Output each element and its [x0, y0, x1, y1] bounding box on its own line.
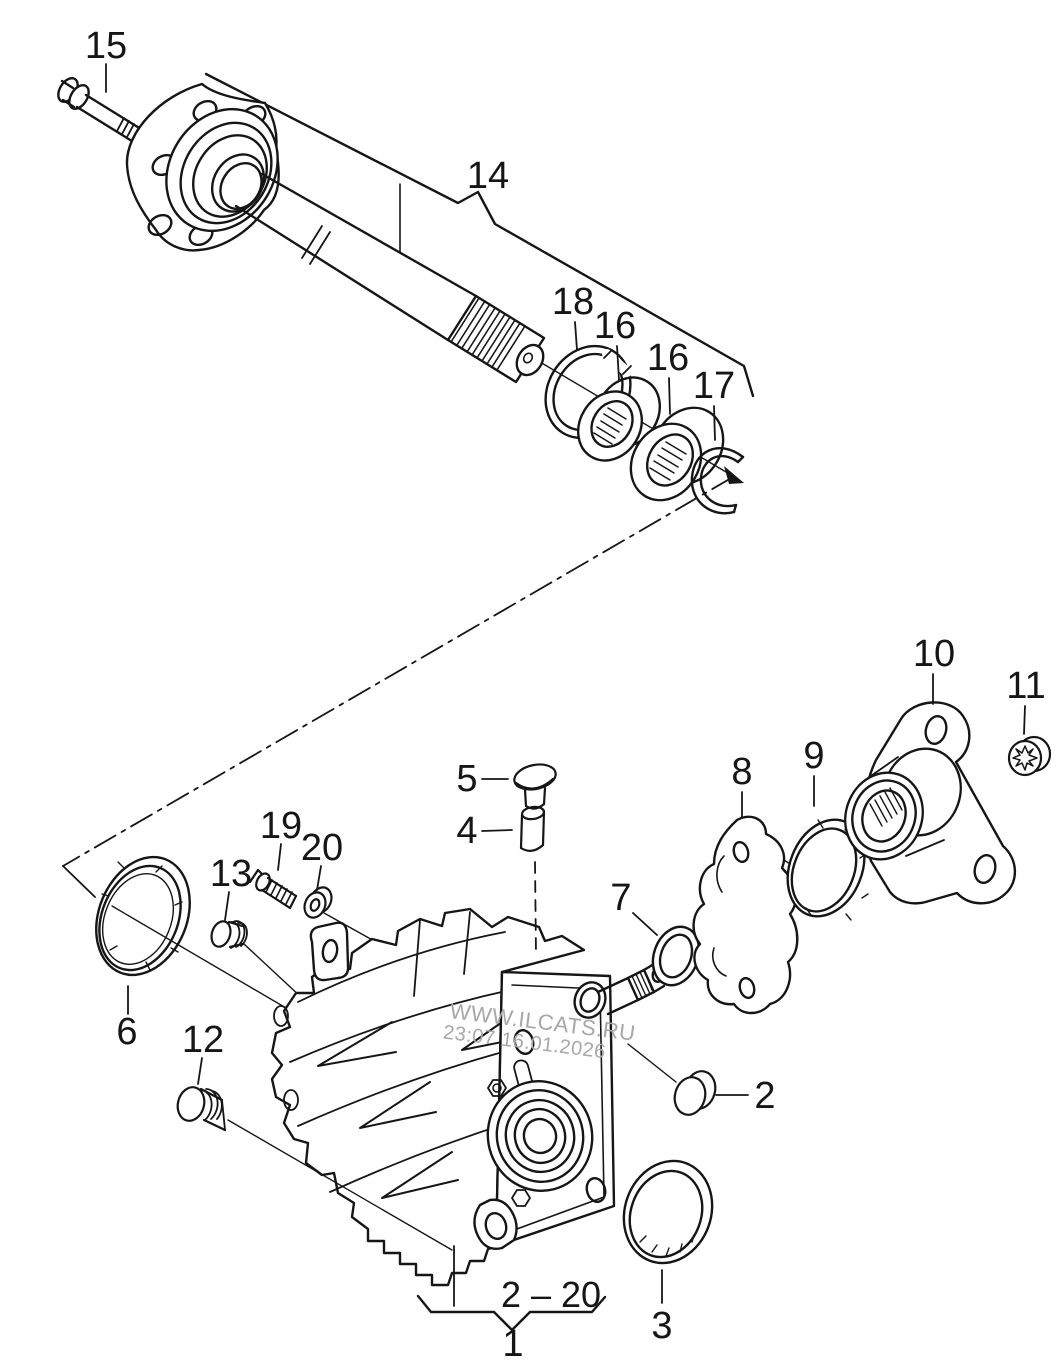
- callout-15[interactable]: 15: [85, 25, 127, 67]
- group-bracket: [416, 1245, 607, 1332]
- callout-2[interactable]: 2: [754, 1075, 775, 1117]
- callout-7[interactable]: 7: [610, 877, 631, 919]
- callout-18[interactable]: 18: [552, 281, 594, 323]
- part-8-cover: [692, 791, 799, 1015]
- part-17-circlip: [690, 447, 745, 515]
- part-4-sleeve: [481, 805, 546, 957]
- callout-10[interactable]: 10: [913, 633, 955, 675]
- callout-5[interactable]: 5: [456, 758, 477, 800]
- callout-3[interactable]: 3: [651, 1305, 672, 1347]
- housing-part-1: [270, 907, 667, 1287]
- callout-14[interactable]: 14: [467, 155, 509, 197]
- callout-16-b[interactable]: 16: [647, 337, 689, 379]
- part-3-seal-ring: [622, 1159, 714, 1304]
- callout-8[interactable]: 8: [731, 751, 752, 793]
- callout-19[interactable]: 19: [260, 805, 302, 847]
- callout-11[interactable]: 11: [1006, 665, 1045, 707]
- callout-17[interactable]: 17: [693, 365, 735, 407]
- callout-labels: 15 14 18 16 16 17 10 11 9 8 5 4 7 19 20 …: [85, 25, 1046, 1365]
- part-2-cap: [627, 1043, 749, 1116]
- callout-4[interactable]: 4: [456, 810, 477, 852]
- part-14-drive-shaft: [125, 82, 546, 384]
- part-10-flange: [844, 673, 1017, 905]
- part-12-plug: [176, 1057, 453, 1251]
- callout-group-2-20[interactable]: 2 – 20: [501, 1274, 601, 1315]
- callout-20[interactable]: 20: [301, 827, 343, 869]
- upper-callout-leaders: [105, 63, 716, 441]
- assembly-axis-dashed-line: [62, 476, 734, 898]
- callout-12[interactable]: 12: [182, 1019, 224, 1061]
- callout-13[interactable]: 13: [210, 853, 252, 895]
- part-14-bracket: [204, 72, 755, 398]
- callout-9[interactable]: 9: [803, 735, 824, 777]
- part-19-stud: [248, 843, 298, 910]
- callout-6[interactable]: 6: [116, 1011, 137, 1053]
- callout-1[interactable]: 1: [502, 1323, 523, 1365]
- callout-16-a[interactable]: 16: [594, 305, 636, 347]
- part-7-seal: [632, 912, 701, 987]
- part-11-cap: [1007, 705, 1052, 777]
- part-9-gasket-ring: [783, 775, 869, 921]
- part-5-cap-plug: [481, 763, 557, 810]
- part-16-bearing-b: [629, 406, 725, 502]
